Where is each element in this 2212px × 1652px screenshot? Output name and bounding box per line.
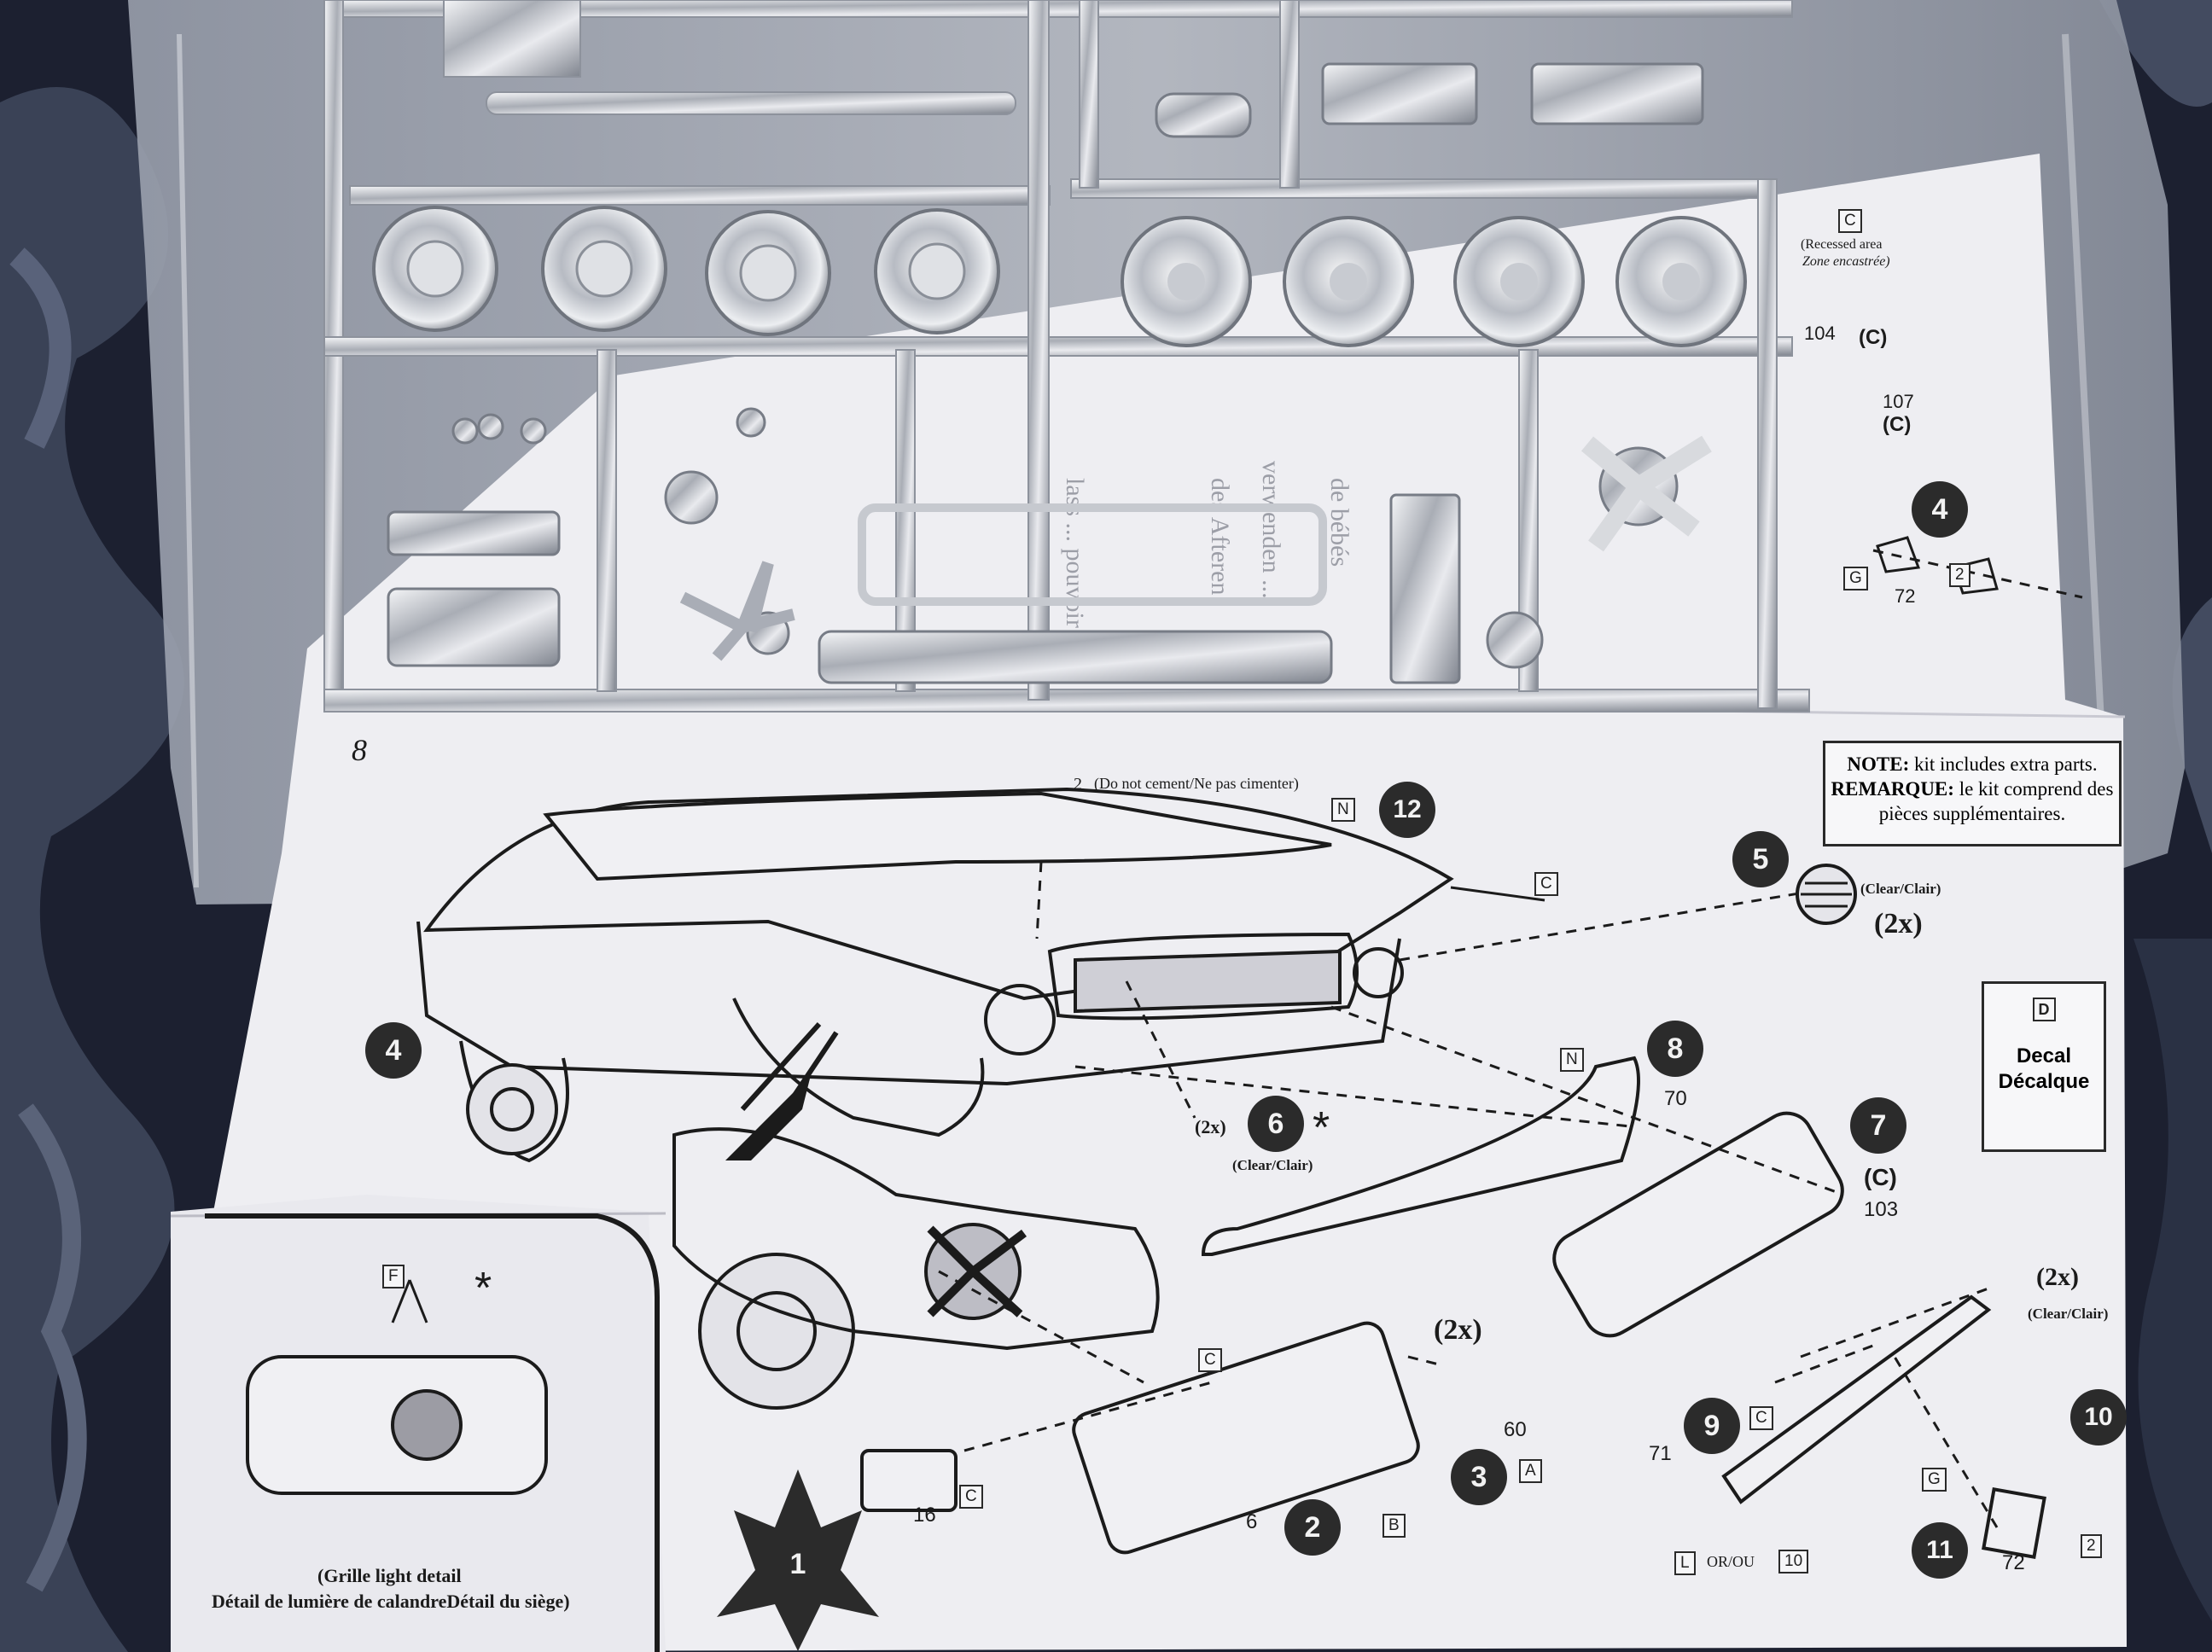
part-c-107: (C): [1883, 413, 1912, 436]
clear-clair-5: (Clear/Clair): [1860, 881, 1941, 897]
letter-box-n-bumper: N: [1560, 1048, 1584, 1072]
callout-5: 5: [1732, 831, 1789, 887]
chrome-sprue-tree: [323, 0, 1810, 713]
letter-box-2-top: 2: [1949, 563, 1970, 587]
step-number: 8: [352, 733, 367, 767]
recessed-area-label: (Recessed area: [1801, 237, 1883, 252]
clear-clair-6: (Clear/Clair): [1232, 1157, 1313, 1173]
callout-1: 1: [789, 1548, 806, 1580]
svg-text:verwenden ...: verwenden ...: [1257, 461, 1285, 599]
letter-box-c-9: C: [1749, 1406, 1773, 1430]
callout-9: 9: [1684, 1398, 1740, 1454]
callout-2: 2: [1284, 1499, 1341, 1556]
letter-box-b: B: [1382, 1514, 1406, 1538]
grille-caption-2: Détail de lumière de calandreDétail du s…: [212, 1591, 570, 1612]
callout-8: 8: [1647, 1021, 1703, 1077]
grille-caption-1: (Grille light detail: [317, 1565, 462, 1586]
part-70: 70: [1664, 1087, 1687, 1110]
decal-label: Decal: [2016, 1044, 2072, 1067]
callout-4-top: 4: [1912, 481, 1968, 538]
letter-box-g-bottom: G: [1922, 1468, 1947, 1492]
remarque-text: le kit comprend des pièces supplémentair…: [1878, 778, 2114, 824]
note-heading: NOTE:: [1847, 753, 1910, 775]
letter-box-c-16: C: [959, 1485, 983, 1509]
part-103: 103: [1864, 1198, 1899, 1221]
two-x-5: (2x): [1874, 908, 1923, 939]
callout-10: 10: [2070, 1389, 2127, 1446]
letter-box-a: A: [1519, 1459, 1542, 1483]
svg-text:des Afteren: des Afteren: [1206, 478, 1234, 595]
part-c-7: (C): [1864, 1164, 1897, 1190]
callout-3: 3: [1451, 1449, 1507, 1505]
letter-box-2-bottom: 2: [2081, 1534, 2102, 1558]
part-72-top: 72: [1895, 585, 1916, 607]
svg-text:de bébés: de bébés: [1325, 478, 1353, 567]
letter-box-c-hood: C: [1534, 872, 1558, 896]
note-text: kit includes extra parts.: [1913, 753, 2098, 775]
part-107: 107: [1883, 391, 1914, 412]
letter-box-n-top: N: [1331, 798, 1355, 822]
part-104: 104: [1804, 323, 1836, 344]
asterisk-6: *: [1313, 1103, 1330, 1153]
front-bumper-part: [1201, 1056, 1640, 1256]
chrome-wheels-left: [372, 206, 1000, 336]
part-16: 16: [913, 1504, 936, 1527]
callout-1-star: [717, 1469, 879, 1651]
letter-box-10: 10: [1778, 1550, 1809, 1573]
or-ou-label: OR/OU: [1707, 1553, 1755, 1570]
part-72-bottom: 72: [2002, 1551, 2025, 1574]
part-71: 71: [1649, 1442, 1672, 1465]
callout-11: 11: [1912, 1522, 1968, 1579]
letter-box-c-light: C: [1198, 1348, 1222, 1372]
clear-clair-10: (Clear/Clair): [2028, 1306, 2109, 1322]
two-x-3: (2x): [1434, 1314, 1482, 1346]
asterisk-inset: *: [474, 1264, 492, 1313]
part-c-104: (C): [1859, 326, 1888, 349]
do-not-cement-index: 2: [1074, 775, 1082, 794]
letter-box-d: D: [2032, 998, 2056, 1021]
grille-part: [1552, 1111, 1844, 1338]
letter-box-g-top: G: [1843, 567, 1868, 590]
callout-4: 4: [365, 1022, 422, 1079]
do-not-cement-label: (Do not cement/Ne pas cimenter): [1094, 775, 1299, 792]
two-x-6: (2x): [1195, 1116, 1226, 1137]
chrome-wheels-right: [1121, 216, 1747, 347]
fabric-pattern: [0, 87, 184, 1652]
letter-box-f: F: [382, 1265, 405, 1288]
letter-box-l: L: [1674, 1551, 1696, 1575]
grille-detail-frame: [205, 1213, 660, 1652]
two-x-10: (2x): [2036, 1263, 2079, 1291]
grille-light-part: [1072, 1321, 1420, 1555]
callout-12: 12: [1379, 782, 1435, 838]
letter-box-c-top: C: [1838, 209, 1862, 233]
car-exploded-diagram: [416, 787, 1454, 1410]
remarque-heading: REMARQUE:: [1831, 778, 1954, 800]
part-6: 6: [1246, 1510, 1258, 1533]
note-box: NOTE: kit includes extra parts. REMARQUE…: [1823, 741, 2122, 846]
callout-7: 7: [1850, 1097, 1906, 1154]
part-60: 60: [1504, 1418, 1527, 1441]
callout-6: 6: [1248, 1096, 1304, 1152]
decal-label-fr: Décalque: [1998, 1070, 2090, 1093]
decal-box: D Decal Décalque: [1982, 981, 2106, 1152]
zone-encastree-label: Zone encastrée): [1802, 254, 1890, 269]
